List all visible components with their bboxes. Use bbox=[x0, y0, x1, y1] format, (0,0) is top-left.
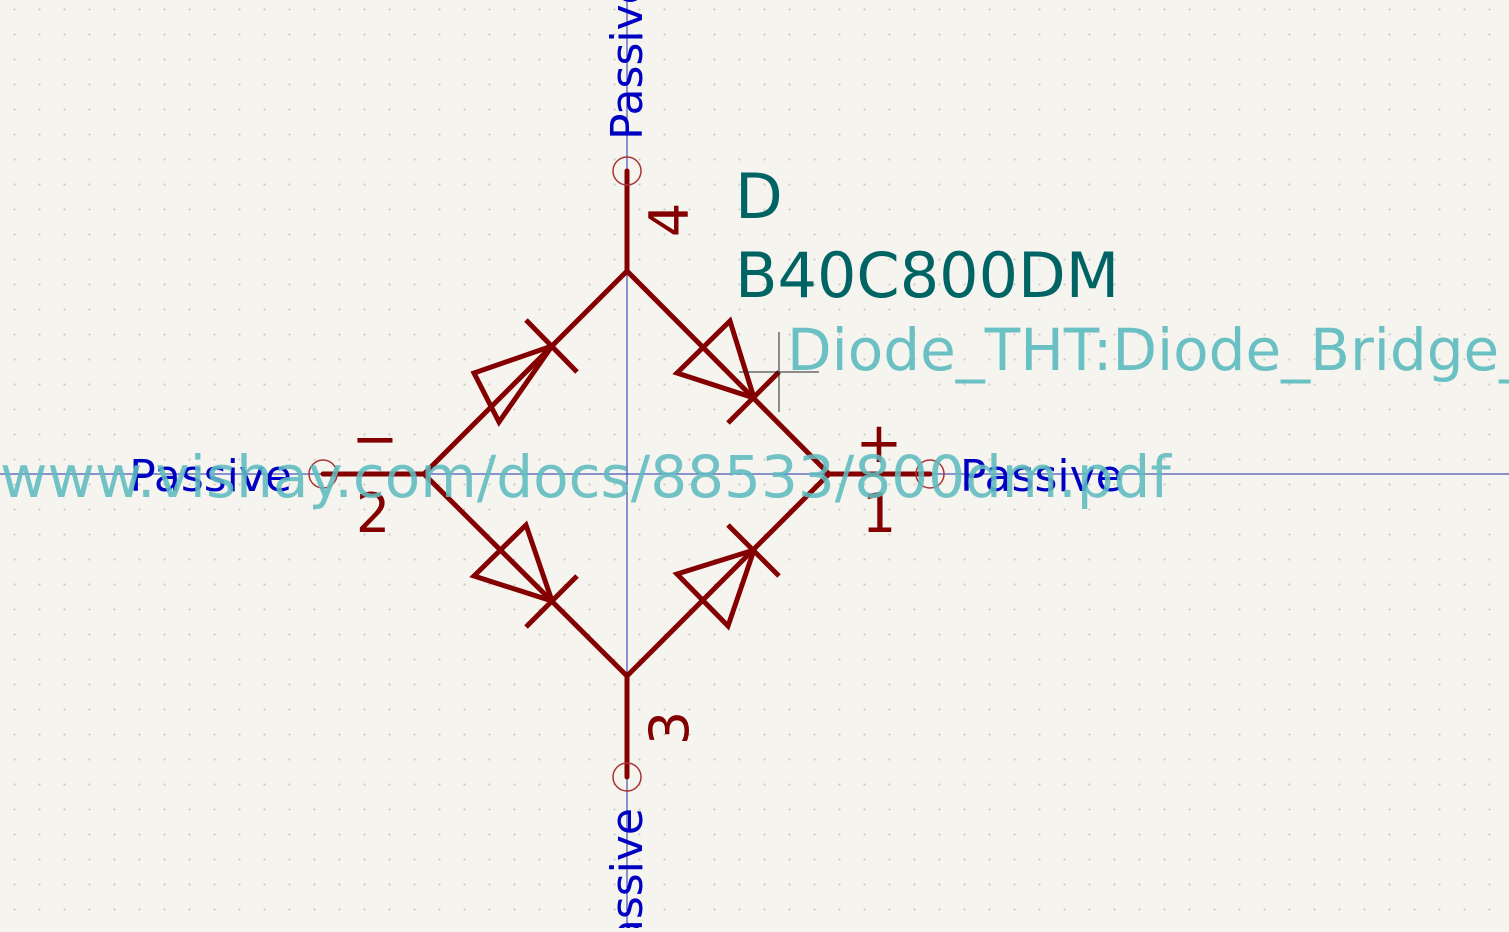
pin-1-polarity: + bbox=[856, 411, 903, 476]
pin-2-type: Passive bbox=[129, 451, 292, 502]
pin-2-number: 2 bbox=[356, 482, 390, 545]
pin-1-end bbox=[915, 459, 945, 489]
diode-upper-right bbox=[672, 316, 781, 425]
diode-lower-right bbox=[672, 523, 781, 631]
diode-lower-left bbox=[469, 520, 579, 629]
pin-3-number: 3 bbox=[638, 711, 701, 745]
pin-1-number: 1 bbox=[862, 482, 896, 545]
anchor-crosshair-icon bbox=[739, 332, 819, 412]
diode-upper-left bbox=[470, 318, 579, 427]
pin-4-end bbox=[612, 156, 642, 186]
pin-1-type: Passive bbox=[960, 451, 1123, 502]
reference-field[interactable]: D bbox=[735, 160, 783, 233]
pin-2-end bbox=[308, 459, 338, 489]
pin-4-number: 4 bbox=[638, 203, 701, 237]
pins[interactable] bbox=[320, 168, 933, 780]
pin-3-type: Passive bbox=[602, 808, 653, 928]
bridge-body[interactable] bbox=[420, 267, 833, 680]
footprint-field[interactable]: Diode_THT:Diode_Bridge_Vishay_DIL-4_W5.0… bbox=[787, 316, 1509, 384]
pin-3-end bbox=[612, 762, 642, 792]
pin-4-type: Passive bbox=[602, 0, 653, 140]
datasheet-field[interactable]: www.vishay.com/docs/88533/800dm.pdf bbox=[0, 443, 1172, 511]
pin-connection-points bbox=[308, 156, 945, 792]
value-field[interactable]: B40C800DM bbox=[735, 239, 1119, 312]
pin-2-polarity: − bbox=[352, 407, 399, 472]
